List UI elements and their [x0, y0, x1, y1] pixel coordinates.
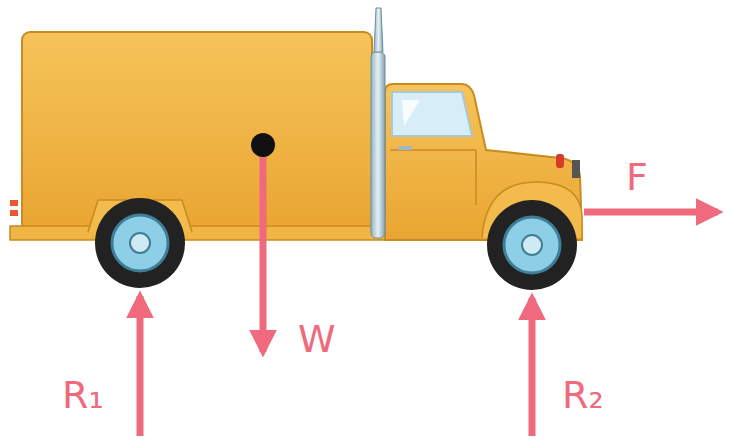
- reaction-label: R₁: [62, 376, 104, 414]
- reaction-label: R₂: [562, 376, 604, 414]
- force-label: F: [626, 158, 648, 196]
- weight-label: W: [298, 320, 336, 358]
